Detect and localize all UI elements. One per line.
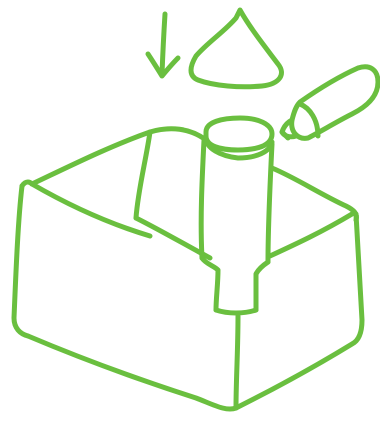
- central-tube: [201, 118, 272, 313]
- open-box: [14, 129, 362, 409]
- marker-pen-icon: [282, 67, 378, 139]
- down-arrow-icon: [148, 14, 178, 76]
- cone-lid: [191, 10, 281, 87]
